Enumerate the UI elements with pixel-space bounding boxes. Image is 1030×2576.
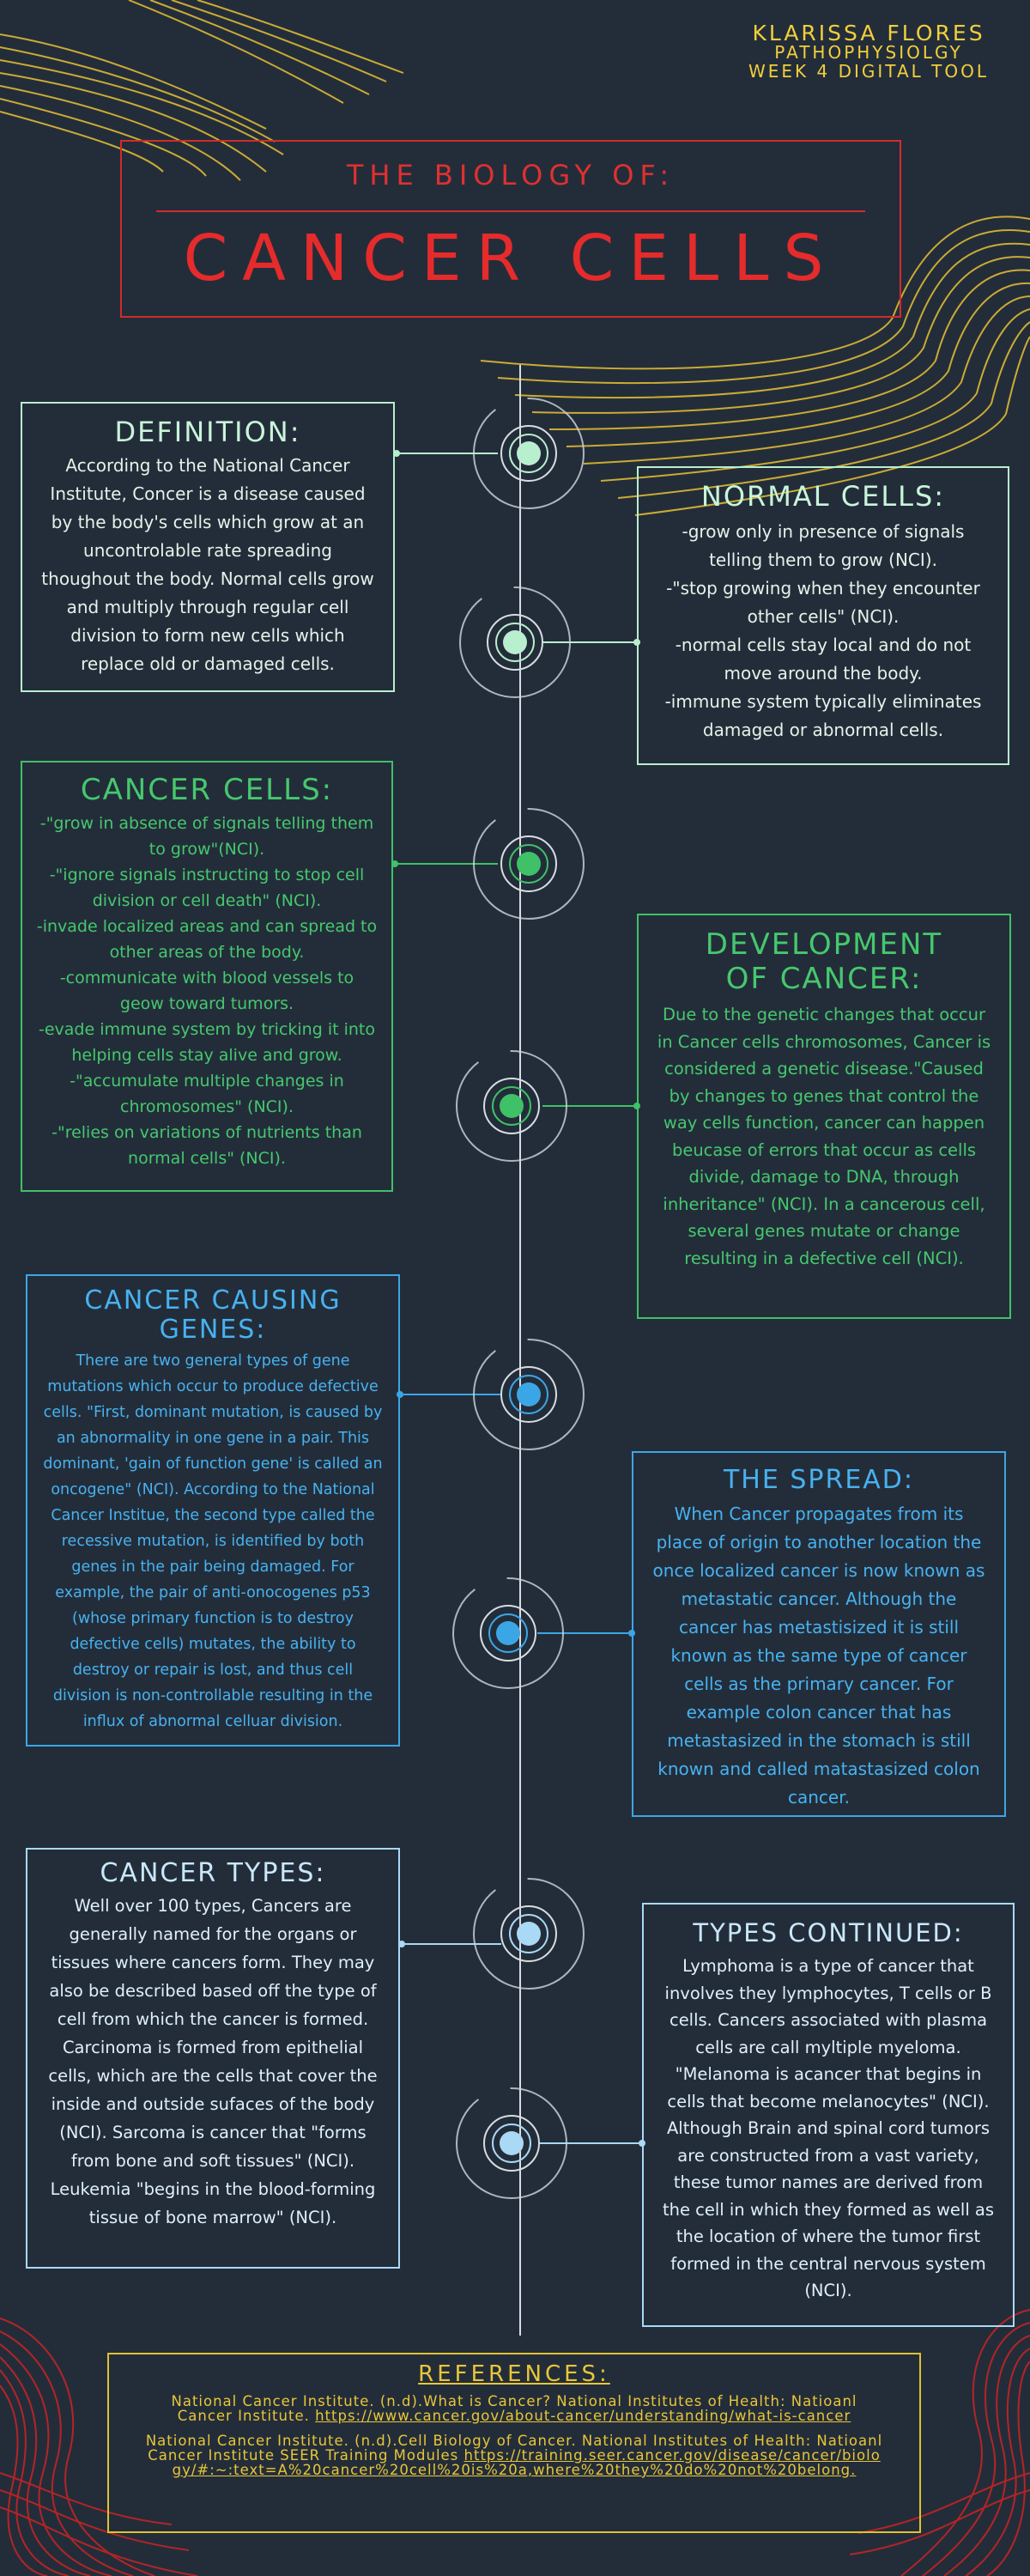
- reference-1: National Cancer Institute. (n.d).What is…: [143, 2394, 885, 2423]
- normal-cells-body: -grow only in presence of signals tellin…: [664, 521, 982, 740]
- cancer-types-heading: CANCER TYPES:: [100, 1858, 326, 1888]
- title-pre: THE BIOLOGY OF:: [346, 159, 676, 191]
- normal-cells-heading: NORMAL CELLS:: [700, 480, 946, 513]
- spread-card: THE SPREAD: When Cancer propagates from …: [632, 1451, 1006, 1817]
- definition-heading: DEFINITION:: [114, 416, 301, 448]
- title-box: THE BIOLOGY OF: CANCER CELLS: [120, 140, 901, 318]
- definition-card: DEFINITION: According to the National Ca…: [21, 402, 395, 692]
- author-name: KLARISSA FLORES: [752, 21, 985, 46]
- cancer-types-body: Well over 100 types, Cancers are general…: [48, 1896, 378, 2227]
- normal-cells-card: NORMAL CELLS: -grow only in presence of …: [637, 466, 1009, 765]
- title-divider: [156, 210, 865, 212]
- cancer-cells-card: CANCER CELLS: -"grow in absence of signa…: [21, 761, 393, 1192]
- cancer-genes-body: There are two general types of gene muta…: [43, 1352, 383, 1730]
- reference-1-link[interactable]: https://www.cancer.gov/about-cancer/unde…: [315, 2408, 851, 2424]
- development-card: DEVELOPMENT OF CANCER: Due to the geneti…: [637, 914, 1011, 1319]
- types-continued-heading: TYPES CONTINUED:: [693, 1918, 964, 1947]
- cancer-types-card: CANCER TYPES: Well over 100 types, Cance…: [26, 1848, 400, 2269]
- references-box: REFERENCES: National Cancer Institute. (…: [107, 2353, 921, 2533]
- types-continued-body: Lymphoma is a type of cancer that involv…: [662, 1956, 995, 2300]
- reference-2: National Cancer Institute. (n.d).Cell Bi…: [143, 2433, 885, 2477]
- cancer-genes-heading: CANCER CAUSING GENES:: [84, 1285, 342, 1345]
- definition-body: According to the National Cancer Institu…: [41, 455, 374, 674]
- cancer-cells-heading: CANCER CELLS:: [80, 773, 334, 807]
- types-continued-card: TYPES CONTINUED: Lymphoma is a type of c…: [642, 1903, 1015, 2327]
- spread-body: When Cancer propagates from its place of…: [652, 1504, 985, 1807]
- development-body: Due to the genetic changes that occur in…: [657, 1005, 991, 1268]
- assignment-name: WEEK 4 DIGITAL TOOL: [748, 61, 989, 82]
- development-heading: DEVELOPMENT OF CANCER:: [705, 927, 943, 996]
- course-name: PATHOPHYSIOLGY: [774, 42, 963, 63]
- references-heading: REFERENCES:: [418, 2361, 610, 2387]
- spread-heading: THE SPREAD:: [723, 1465, 915, 1495]
- reference-2-link[interactable]: https://training.seer.cancer.gov/disease…: [172, 2447, 881, 2478]
- reference-1-text: National Cancer Institute. (n.d).What is…: [171, 2393, 857, 2424]
- cancer-genes-card: CANCER CAUSING GENES: There are two gene…: [26, 1274, 400, 1747]
- page-title: CANCER CELLS: [183, 222, 839, 295]
- cancer-cells-body: -"grow in absence of signals telling the…: [36, 814, 378, 1168]
- author-block: KLARISSA FLORES PATHOPHYSIOLGY WEEK 4 DI…: [748, 21, 989, 82]
- reference-2-text: National Cancer Institute. (n.d).Cell Bi…: [145, 2433, 883, 2464]
